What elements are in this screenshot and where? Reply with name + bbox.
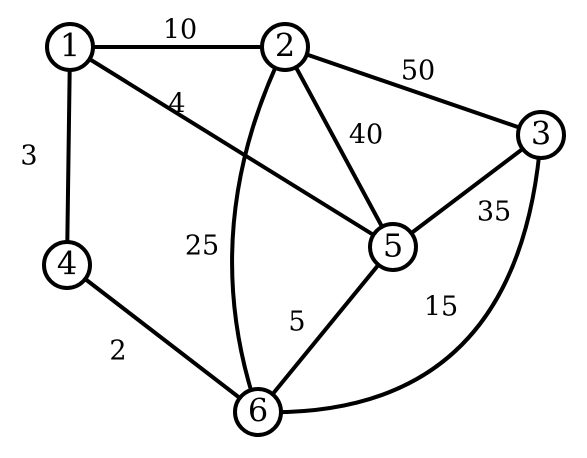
node-3-circle xyxy=(516,110,566,160)
edge-5-6 xyxy=(256,245,395,414)
graph-edges xyxy=(65,45,543,415)
node-6-label: 6 xyxy=(248,392,268,430)
node-2: 2 xyxy=(260,22,310,72)
edge-2-6 xyxy=(230,45,287,414)
edge-2-3 xyxy=(283,45,543,137)
node-4: 4 xyxy=(42,240,92,290)
node-4-circle xyxy=(42,240,92,290)
node-5-label: 5 xyxy=(383,227,403,265)
weight-label-4-6: 2 xyxy=(109,336,126,367)
node-4-label: 4 xyxy=(57,245,77,283)
weight-label-1-4: 3 xyxy=(20,141,37,172)
node-2-label: 2 xyxy=(275,27,295,65)
node-1-circle xyxy=(45,22,95,72)
edge-1-4 xyxy=(65,45,72,267)
edge-3-6 xyxy=(256,133,543,415)
weight-label-5-6: 5 xyxy=(288,307,305,338)
node-6: 6 xyxy=(233,387,283,437)
edge-4-6 xyxy=(65,263,260,414)
graph-nodes: 1 2 3 4 5 6 xyxy=(42,22,566,437)
weight-label-1-5: 4 xyxy=(168,89,185,120)
weight-label-3-5: 35 xyxy=(477,197,511,228)
edge-3-5 xyxy=(391,133,543,249)
node-2-circle xyxy=(260,22,310,72)
weight-label-2-5: 40 xyxy=(349,120,383,151)
node-6-circle xyxy=(233,387,283,437)
node-1: 1 xyxy=(45,22,95,72)
node-1-label: 1 xyxy=(60,27,80,65)
edge-1-5 xyxy=(68,45,395,249)
weight-label-1-2: 10 xyxy=(163,15,197,46)
weight-label-2-6: 25 xyxy=(185,231,219,262)
node-5-circle xyxy=(368,222,418,272)
weight-label-3-6: 15 xyxy=(424,292,458,323)
edge-weight-labels: 10 3 4 50 40 25 35 15 2 5 xyxy=(20,15,511,367)
weight-label-2-3: 50 xyxy=(401,56,435,87)
node-5: 5 xyxy=(368,222,418,272)
node-3: 3 xyxy=(516,110,566,160)
edge-2-5 xyxy=(283,45,395,249)
node-3-label: 3 xyxy=(531,115,551,153)
